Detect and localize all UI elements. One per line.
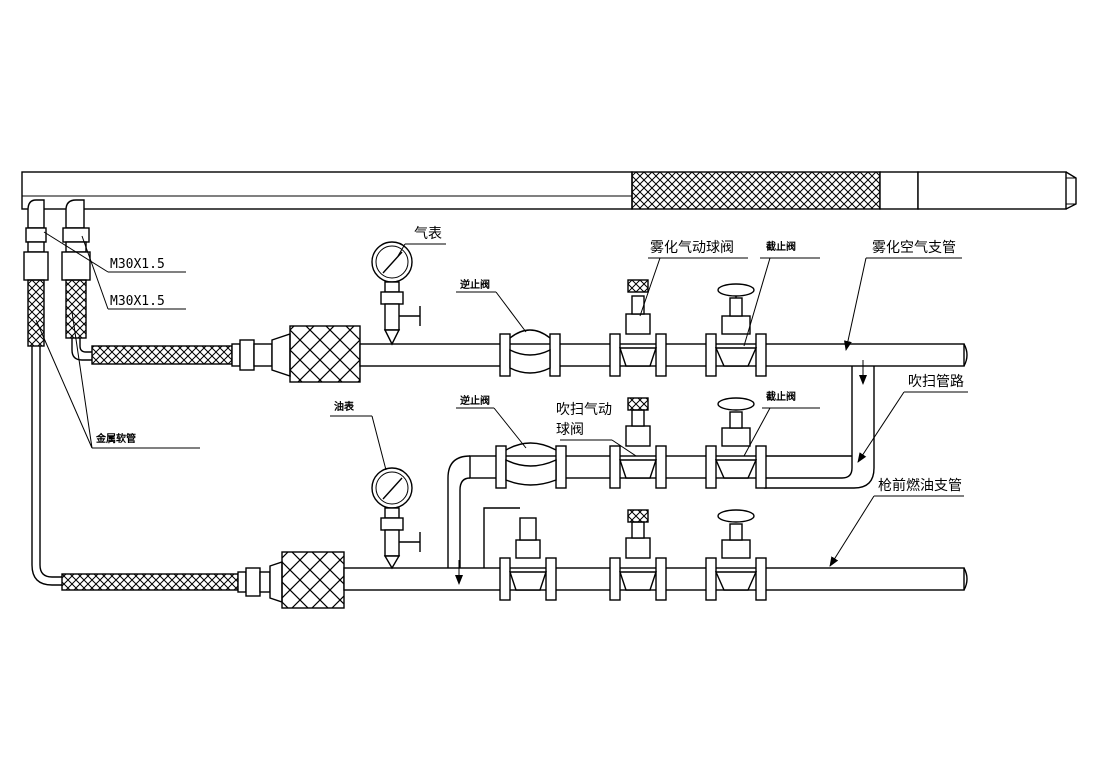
bottom-hose-run <box>31 346 345 609</box>
pneumatic-ball-valve-oil <box>609 509 667 601</box>
front-oil-branch-label: 枪前燃油支管 <box>878 477 962 494</box>
purge-ball-valve-label-1: 吹扫气动 <box>556 402 612 418</box>
stop-valve-air <box>705 283 767 377</box>
check-valve-purge <box>495 442 567 489</box>
check-valve-air <box>499 329 561 377</box>
spray-gun-barrel <box>21 171 1077 210</box>
stop-valve-mid-label: 截止阀 <box>766 390 796 403</box>
stop-valve-oil <box>705 509 767 601</box>
stop-valve-purge <box>705 397 767 489</box>
pneumatic-ball-valve-purge <box>609 397 667 489</box>
metal-hose-label: 金属软管 <box>95 432 136 445</box>
purge-ball-valve-label-2: 球阀 <box>556 422 584 438</box>
oil-gauge <box>371 467 421 570</box>
purge-line-label: 吹扫管路 <box>908 374 964 390</box>
check-valve-top-label: 逆止阀 <box>460 278 490 291</box>
atomize-ball-valve-label: 雾化气动球阀 <box>650 240 734 256</box>
leader-lines <box>35 231 968 567</box>
upper-hose-run <box>71 325 361 383</box>
oil-gauge-label: 油表 <box>334 400 355 413</box>
oil-solenoid-valve <box>483 507 557 601</box>
thread-spec-label-1: M30X1.5 <box>110 257 165 272</box>
atomize-air-branch-label: 雾化空气支管 <box>872 240 956 256</box>
check-valve-mid-label: 逆止阀 <box>460 394 490 407</box>
pneumatic-ball-valve-air <box>609 279 667 377</box>
gas-gauge-label: 气表 <box>414 226 442 242</box>
stop-valve-top-label: 截止阀 <box>766 240 796 253</box>
thread-spec-label-2: M30X1.5 <box>110 294 165 309</box>
purge-connection-pipes <box>447 360 875 585</box>
left-fittings <box>23 199 91 347</box>
gas-gauge <box>371 241 421 346</box>
